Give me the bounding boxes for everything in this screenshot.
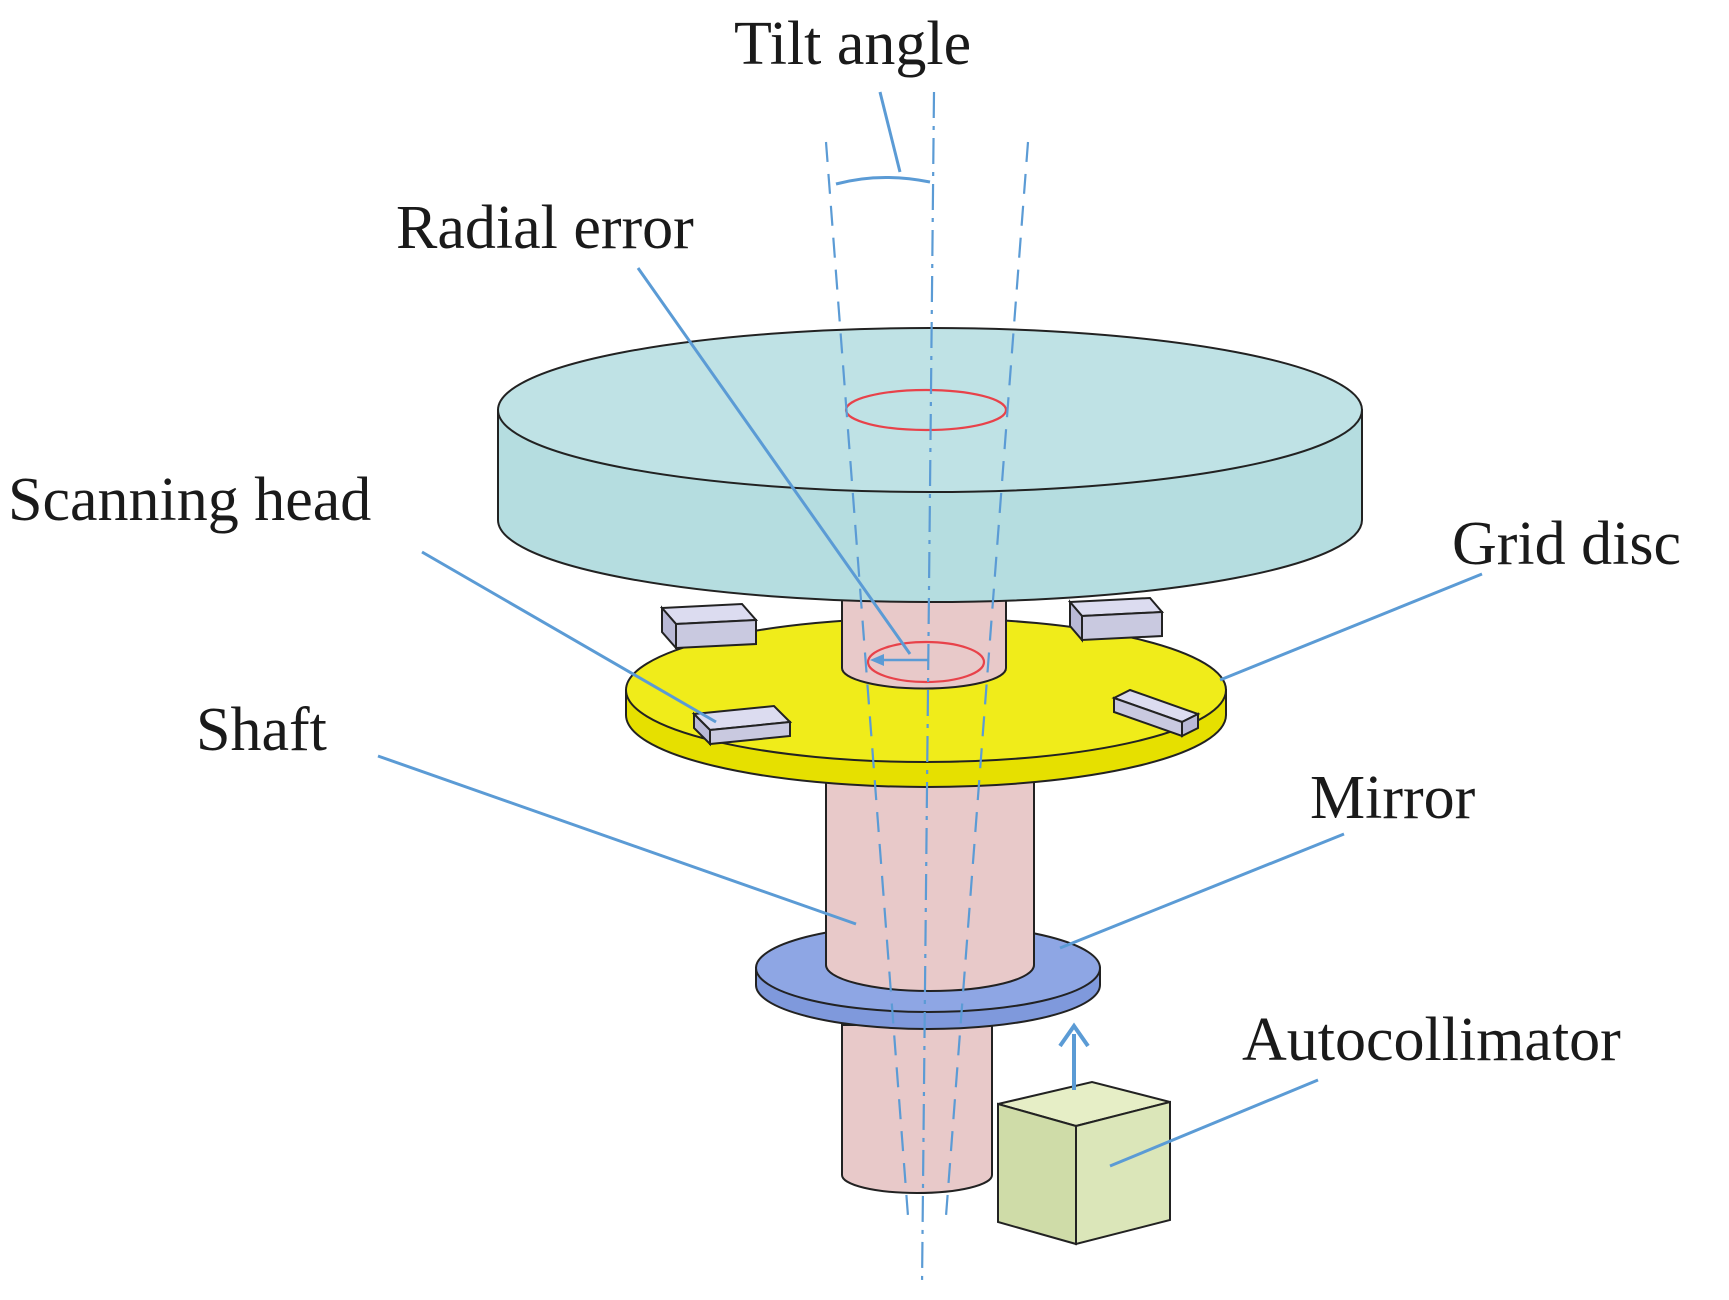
label-scanning-head: Scanning head [8,466,371,534]
scanning-head-front-left [691,704,793,747]
label-shaft: Shaft [196,696,327,764]
leader-shaft [377,754,857,926]
leader-mirror [1059,832,1345,950]
label-mirror: Mirror [1310,764,1476,832]
leader-autocollimator [1109,1078,1319,1168]
leader-radial-error [636,267,912,655]
label-autocollimator: Autocollimator [1242,1006,1621,1074]
leader-tilt-angle [878,91,902,173]
beam-arrow [1058,1022,1090,1090]
label-radial-error: Radial error [396,194,694,262]
leader-scanning-head [421,550,717,724]
shaft [825,739,1035,992]
autocollimator [997,1080,1171,1246]
scanning-head-back-right [1067,596,1165,643]
tilt-angle-arc [835,176,931,186]
radial-error-arrow [870,654,928,666]
leader-grid-disc [1219,572,1483,682]
lower-shaft [841,1024,993,1194]
scanning-head-back-left [659,602,759,651]
error-circle-lower [866,640,986,684]
scanning-head-front-right [1111,688,1201,738]
label-grid-disc: Grid disc [1452,510,1681,578]
label-tilt-angle: Tilt angle [734,10,971,78]
rotation-axes [824,91,1030,1287]
